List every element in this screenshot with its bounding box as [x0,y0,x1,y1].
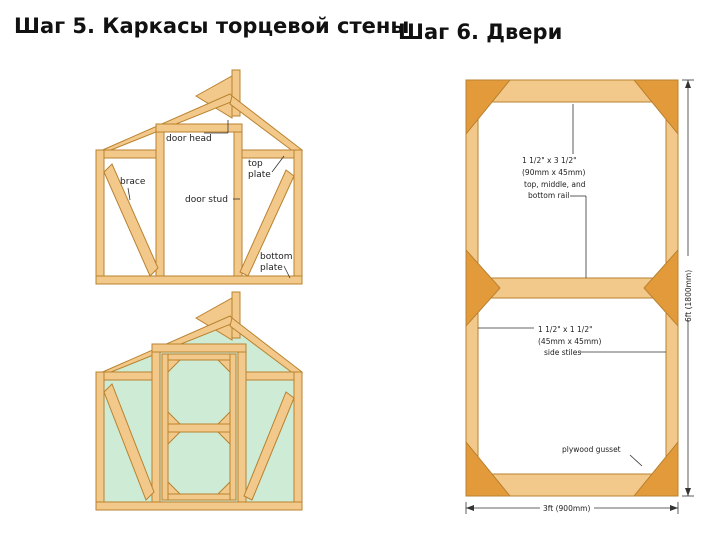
label-top-plate-1: top [248,159,263,169]
label-door-stud: door stud [185,195,228,205]
label-top-plate-2: plate [248,170,271,180]
stud-right-2 [293,371,303,505]
brace-left-2 [103,383,155,501]
door-frame: 1 1/2" x 3 1/2" (90mm x 45mm) top, middl… [465,79,694,514]
label-door-head: door head [166,134,212,144]
end-wall-frame: door head brace door stud top plate bott… [95,69,304,285]
gusset-bottom-left [465,440,512,497]
label-width: 3ft (900mm) [543,504,590,513]
ridge-post-2 [231,291,241,339]
door-head-2 [151,343,247,353]
gusset-mid-left [465,248,501,328]
label-rail-1: 1 1/2" x 3 1/2" [522,156,577,165]
stud-right [293,149,303,279]
label-bottom-plate-2: plate [260,263,283,273]
bottom-plate [95,275,303,285]
door-stud-left-2 [151,347,161,505]
label-stile-3: side stiles [544,348,581,357]
door-head [155,123,243,133]
brace-left [103,163,159,277]
label-rail-2: (90mm x 45mm) [522,168,585,177]
step5-heading: Шаг 5. Каркасы торцевой стены [14,14,410,38]
label-gusset: plywood gusset [562,445,621,454]
gusset-top-left [465,79,512,136]
gusset-bottom-right [632,440,679,497]
top-plate-left [95,149,161,159]
gusset-mid-right [643,248,679,328]
door-in-frame [161,353,237,501]
ridge-post [231,69,241,117]
stud-left [95,149,105,279]
step6-heading: Шаг 6. Двери [398,20,563,44]
brace-right-2 [243,391,295,501]
door-stud-right [233,127,243,279]
label-height: 6ft (1800mm) [684,270,693,322]
label-brace: brace [120,177,146,187]
end-wall-glazed [95,291,304,511]
label-rail-3: top, middle, and [524,180,586,189]
top-plate-right [237,149,303,159]
door-stud-left [155,127,165,279]
label-stile-1: 1 1/2" x 1 1/2" [538,325,593,334]
stud-left-2 [95,371,105,505]
door-stud-right-2 [237,347,247,505]
label-stile-2: (45mm x 45mm) [538,337,601,346]
top-plate-right-2 [237,371,303,381]
label-rail-4: bottom rail [528,191,569,200]
top-plate-left-2 [95,371,161,381]
gusset-top-right [632,79,679,136]
label-bottom-plate-1: bottom [260,252,293,262]
bottom-plate-2 [95,501,303,511]
